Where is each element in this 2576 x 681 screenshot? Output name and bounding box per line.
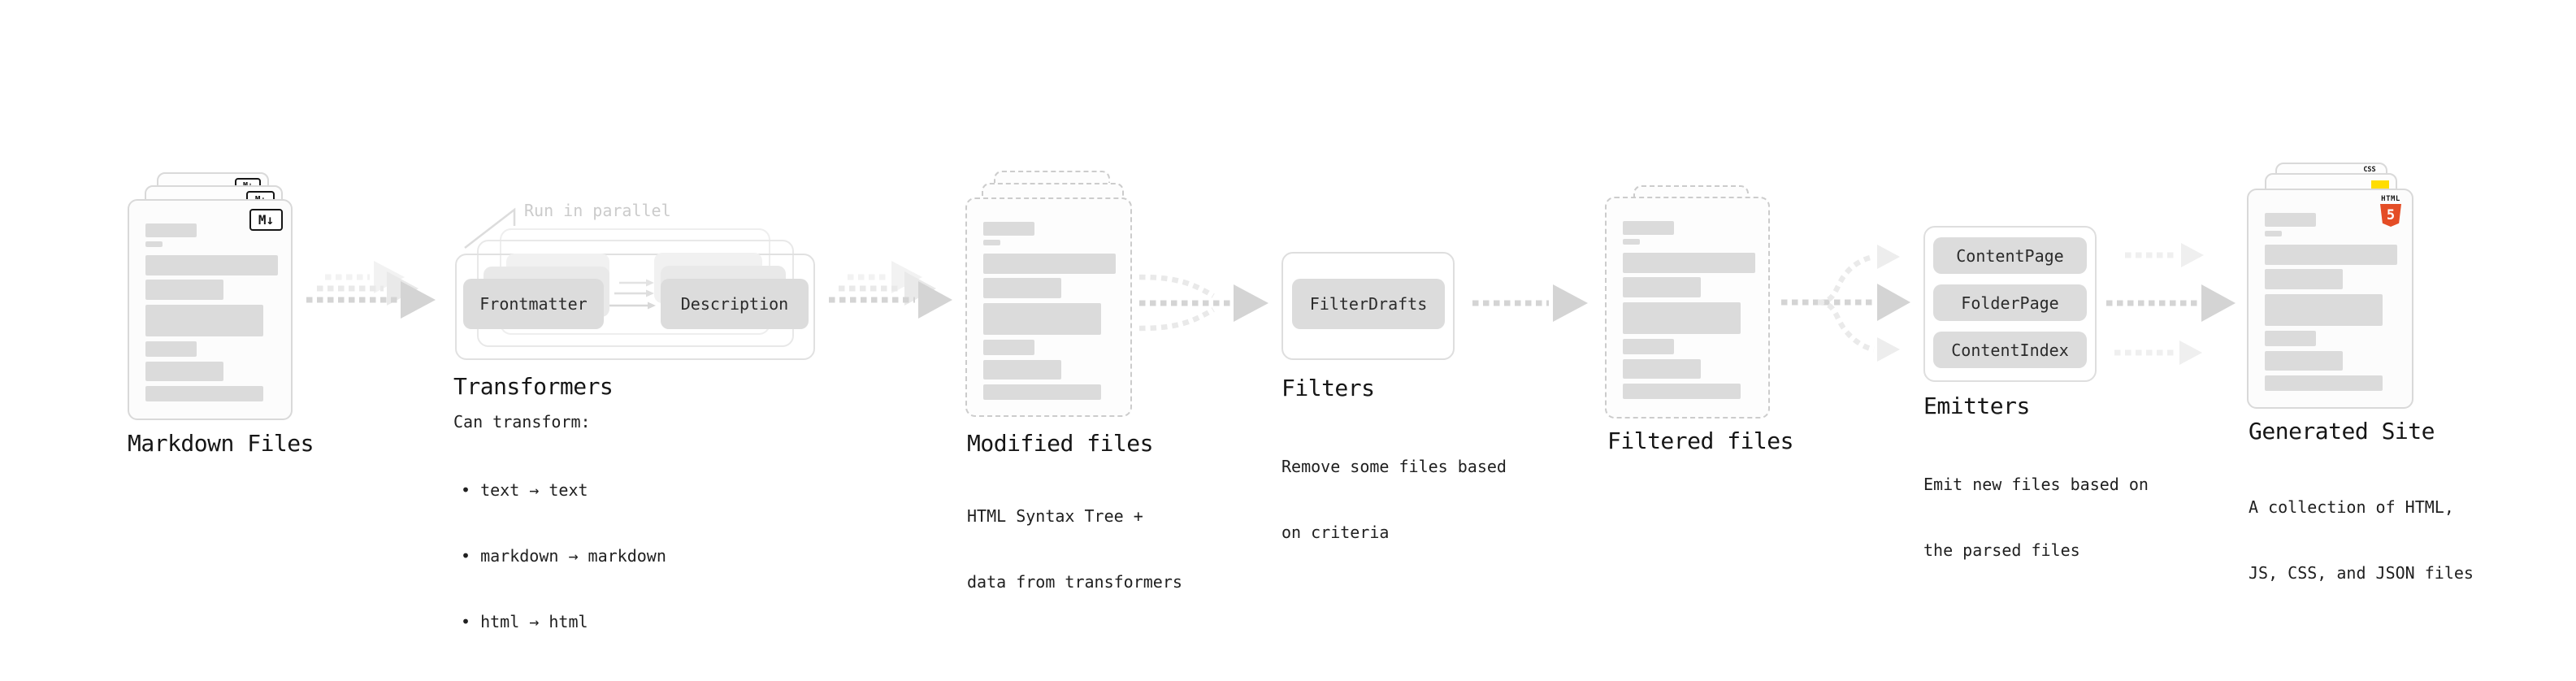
arrow-markdown-to-transformers (306, 261, 436, 319)
file-content-skeleton (1623, 221, 1755, 399)
file-content-skeleton (145, 223, 278, 401)
arrow-frontmatter-to-description (609, 279, 656, 310)
emitter-step-folderpage: FolderPage (1933, 284, 2087, 321)
arrow-modified-to-filters-merge (1138, 274, 1268, 332)
stage-label-emitters: Emitters (1923, 393, 2030, 419)
emitters-description: Emit new files based on the parsed files (1923, 475, 2149, 560)
filter-step-filterdrafts: FilterDrafts (1292, 279, 1445, 329)
file-card: HTML 5 (2247, 189, 2413, 409)
stage-label-modified-files: Modified files (967, 430, 1154, 457)
arrow-transformers-to-modified (829, 261, 952, 319)
file-content-skeleton (2265, 213, 2397, 391)
stage-label-generated-site: Generated Site (2249, 418, 2435, 445)
bullet-item: • text → text (461, 480, 588, 500)
markdown-icon: M↓ (249, 209, 283, 231)
stage-label-transformers: Transformers (453, 373, 614, 400)
transformer-step-frontmatter: Frontmatter (463, 279, 604, 329)
file-content-skeleton (983, 222, 1116, 400)
bullet-item: • html → html (461, 612, 588, 631)
generated-site-description: A collection of HTML, JS, CSS, and JSON … (2249, 497, 2474, 583)
transformer-frame-front (455, 254, 815, 360)
emitter-step-contentindex: ContentIndex (1933, 332, 2087, 368)
emitter-step-contentpage: ContentPage (1933, 237, 2087, 274)
modified-files-description: HTML Syntax Tree + data from transformer… (967, 506, 1182, 592)
arrow-emitters-to-generated (2106, 243, 2236, 365)
js-icon (2371, 180, 2389, 189)
run-in-parallel-leader-line (464, 207, 516, 249)
bullet-item: • markdown → markdown (461, 546, 666, 566)
transformers-description-heading: Can transform: (453, 412, 591, 432)
stage-label-filtered-files: Filtered files (1607, 427, 1794, 454)
stage-label-markdown-files: Markdown Files (128, 430, 314, 457)
html5-icon: HTML 5 (2379, 195, 2402, 227)
filters-description: Remove some files based on criteria (1281, 457, 1507, 542)
transformers-bullet-list: • text → text • markdown → markdown • ht… (461, 436, 666, 677)
file-card (1605, 197, 1770, 419)
arrow-filters-to-filtered (1472, 284, 1588, 322)
file-card: M↓ (128, 199, 293, 420)
run-in-parallel-note: Run in parallel (524, 201, 671, 220)
stage-label-filters: Filters (1281, 375, 1375, 401)
file-card (965, 197, 1132, 417)
transformer-step-description: Description (661, 279, 809, 329)
arrow-filtered-to-emitters-fork (1781, 245, 1910, 362)
